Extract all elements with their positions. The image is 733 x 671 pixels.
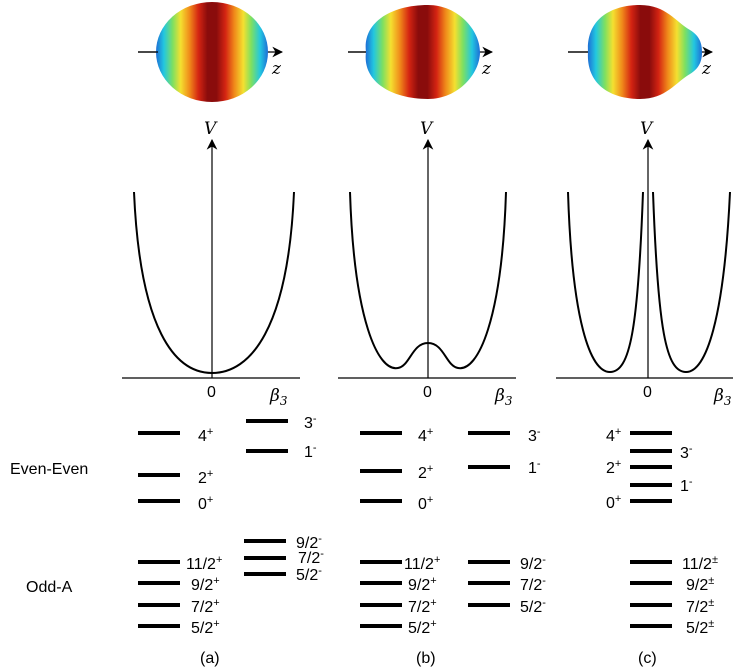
level-label: 9/2±	[686, 575, 714, 594]
level-label: 4+	[606, 426, 621, 445]
axis-label-z: z	[481, 59, 492, 79]
level-label: 2+	[606, 458, 621, 477]
level-label: 7/2+	[408, 597, 437, 616]
level-label: 7/2-	[520, 575, 546, 594]
level-label: 1-	[304, 442, 317, 461]
axis-zero-label: 0	[207, 384, 216, 401]
level-label: 3-	[680, 443, 693, 462]
axis-label-z: z	[701, 59, 712, 79]
panel-caption-c: (c)	[638, 650, 657, 667]
level-label: 1-	[680, 476, 693, 495]
level-label: 11/2±	[682, 554, 718, 573]
axis-label-beta3: β3	[494, 386, 513, 408]
potential-plot-b: V 0 β3	[338, 119, 516, 408]
axis-zero-label: 0	[423, 384, 432, 401]
potential-curve-b	[349, 191, 507, 370]
odd-a-levels-a: 11/2+ 9/2+ 7/2+ 5/2+ 9/2- 7/2- 5/2-	[138, 533, 324, 637]
potential-curve-a	[133, 191, 295, 375]
panel-b: z V 0 β3 4+ 2+ 0+ 3- 1- 11/2+ 9/2+	[338, 5, 546, 667]
potential-curve-c	[652, 191, 731, 374]
level-label: 3-	[528, 426, 541, 445]
nucleus-shape-c: z	[568, 5, 714, 99]
level-label: 3-	[304, 413, 317, 432]
axis-zero-label: 0	[643, 384, 652, 401]
level-label: 0+	[198, 494, 213, 513]
level-label: 7/2±	[686, 597, 714, 616]
potential-curve-c	[567, 191, 644, 374]
level-label: 4+	[418, 426, 433, 445]
axis-label-v: V	[204, 119, 218, 139]
level-label: 0+	[606, 493, 621, 512]
level-label: 5/2-	[296, 565, 322, 584]
potential-plot-c: V 0 β3	[556, 119, 733, 408]
level-label: 5/2±	[686, 618, 714, 637]
level-label: 2+	[198, 468, 213, 487]
axis-label-beta3: β3	[713, 386, 732, 408]
axis-label-z: z	[271, 59, 282, 79]
odd-a-levels-c: 11/2± 9/2± 7/2± 5/2±	[630, 554, 718, 637]
axis-label-beta3: β3	[269, 386, 288, 408]
axis-label-v: V	[640, 119, 654, 139]
nucleus-shape-b: z	[348, 5, 494, 99]
row-label-even-even: Even-Even	[10, 461, 88, 478]
axis-label-v: V	[420, 119, 434, 139]
level-label: 7/2+	[191, 597, 220, 616]
level-label: 5/2-	[520, 597, 546, 616]
level-label: 5/2+	[191, 618, 220, 637]
odd-a-levels-b: 11/2+ 9/2+ 7/2+ 5/2+ 9/2- 7/2- 5/2-	[360, 554, 546, 637]
potential-plot-a: V 0 β3	[122, 119, 300, 408]
panel-caption-b: (b)	[416, 650, 436, 667]
level-label: 4+	[198, 426, 213, 445]
level-label: 0+	[418, 494, 433, 513]
nucleus-shape-a: z	[138, 2, 284, 102]
even-even-levels-b: 4+ 2+ 0+ 3- 1-	[360, 426, 541, 513]
even-even-levels-c: 4+ 3- 2+ 1- 0+	[606, 426, 693, 512]
level-label: 1-	[528, 458, 541, 477]
level-label: 11/2+	[186, 554, 222, 573]
even-even-levels-a: 4+ 2+ 0+ 3- 1-	[138, 413, 317, 513]
row-label-odd-a: Odd-A	[26, 579, 73, 596]
level-label: 5/2+	[408, 618, 437, 637]
level-label: 2+	[418, 463, 433, 482]
level-label: 9/2-	[520, 554, 546, 573]
level-label: 9/2+	[191, 575, 220, 594]
level-label: 9/2+	[408, 575, 437, 594]
panel-caption-a: (a)	[200, 650, 220, 667]
panel-c: z V 0 β3 4+ 3- 2+ 1- 0+ 11/2± 9/2	[556, 5, 733, 667]
level-label: 7/2-	[298, 548, 324, 567]
level-label: 9/2-	[296, 533, 322, 552]
panel-a: z V 0 β3 4+ 2+ 0+ 3- 1- 11/2+ 9/2+	[122, 2, 324, 667]
level-label: 11/2+	[404, 554, 440, 573]
